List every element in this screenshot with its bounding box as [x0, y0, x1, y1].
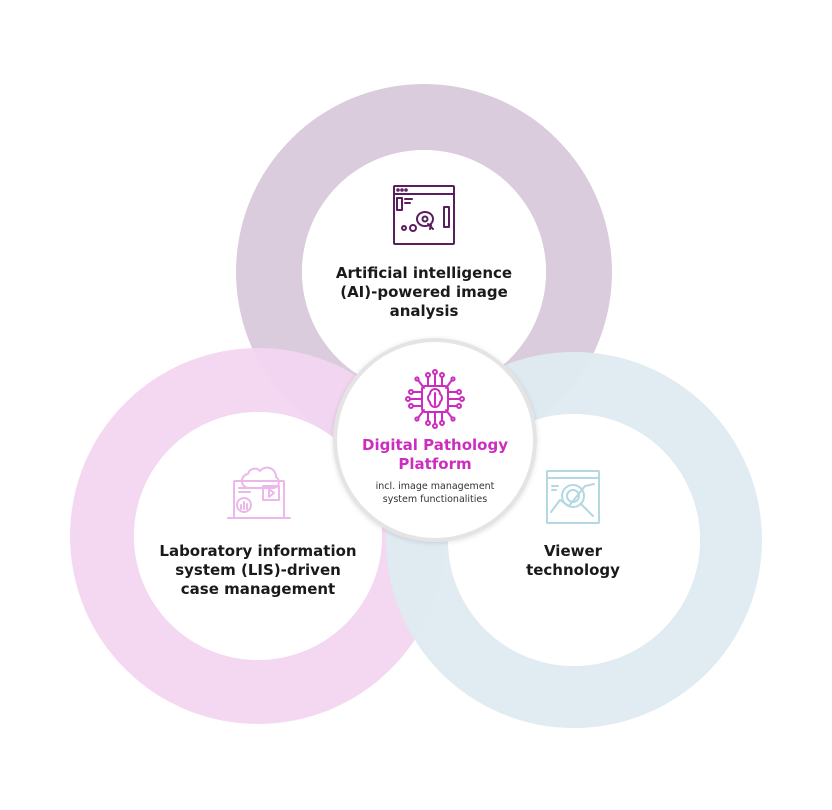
center-platform-disc [333, 338, 537, 542]
case-management-icon [227, 466, 291, 519]
lis-label: Laboratory information system (LIS)-driv… [159, 542, 357, 598]
center-title: Digital Pathology Platform [362, 436, 508, 473]
center-subtitle: incl. image management system functional… [375, 481, 495, 505]
lis-inner-disc [134, 412, 382, 660]
ai-inner-disc [302, 150, 546, 394]
image-analysis-icon [393, 185, 455, 245]
ai-chip-icon [405, 369, 465, 429]
viewer-icon [546, 470, 600, 524]
ai-label: Artificial intelligence (AI)-powered ima… [335, 264, 513, 320]
viewer-label: Viewer technology [526, 542, 620, 579]
